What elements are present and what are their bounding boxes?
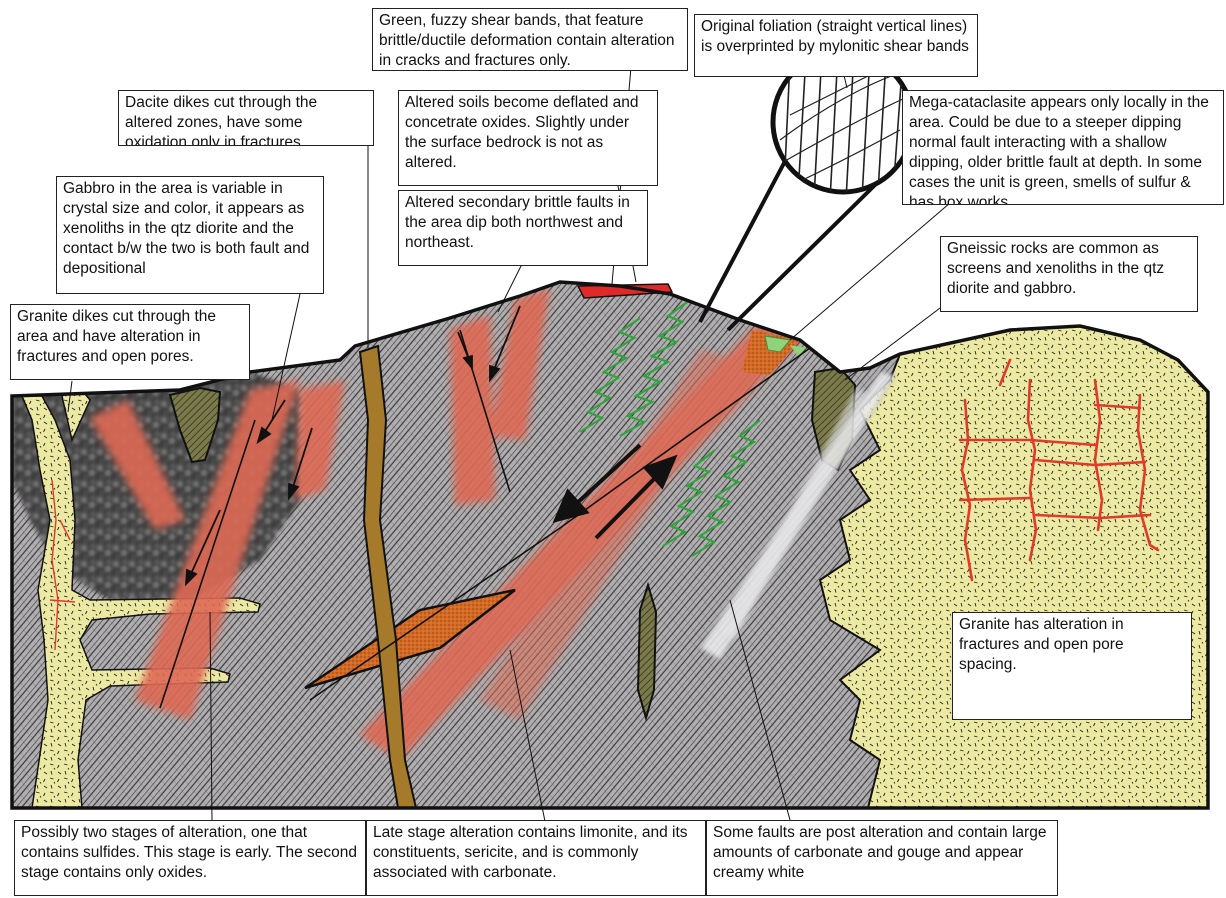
note-shear-bands: Green, fuzzy shear bands, that feature b…	[372, 8, 688, 71]
note-dacite-dikes: Dacite dikes cut through the altered zon…	[118, 90, 374, 146]
note-post-faults: Some faults are post alteration and cont…	[706, 820, 1058, 896]
note-late-stage: Late stage alteration contains limonite,…	[366, 820, 706, 896]
note-granite-dikes: Granite dikes cut through the area and h…	[10, 304, 250, 380]
note-gabbro: Gabbro in the area is variable in crysta…	[56, 176, 324, 294]
note-foliation: Original foliation (straight vertical li…	[694, 14, 978, 77]
note-granite-alteration: Granite has alteration in fractures and …	[952, 612, 1192, 720]
note-altered-soils: Altered soils become deflated and concet…	[398, 90, 658, 186]
note-gneissic-rocks: Gneissic rocks are common as screens and…	[940, 236, 1198, 312]
note-two-stages: Possibly two stages of alteration, one t…	[14, 820, 366, 896]
note-mega-cataclasite: Mega-cataclasite appears only locally in…	[902, 90, 1224, 205]
foliation-magnifier	[700, 52, 913, 330]
note-secondary-faults: Altered secondary brittle faults in the …	[398, 190, 648, 266]
